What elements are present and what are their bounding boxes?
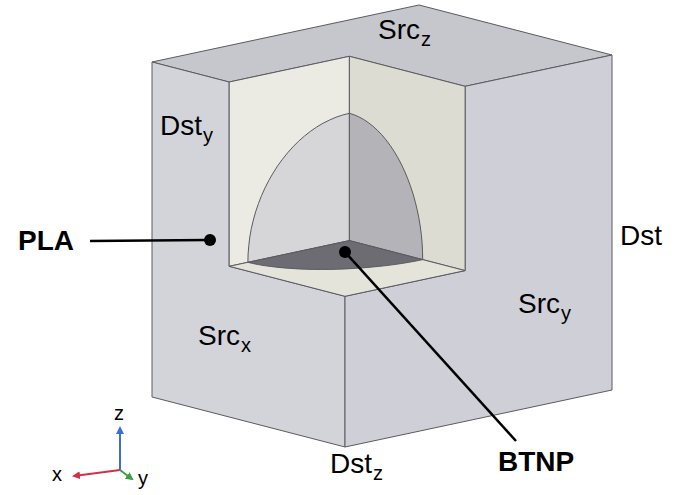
face-label: Dst xyxy=(330,450,372,478)
face-label: Dst xyxy=(160,112,202,140)
inner-wall xyxy=(349,56,465,270)
z-axis xyxy=(119,428,121,470)
subscript: x xyxy=(241,335,251,355)
axis-label: x xyxy=(52,464,62,484)
callout-label: PLA xyxy=(18,227,74,255)
leader-line xyxy=(90,240,208,241)
y-axis xyxy=(120,470,132,479)
face-label: Src xyxy=(518,290,560,318)
face-label: Src xyxy=(378,16,420,44)
axis-label: z xyxy=(114,403,124,423)
inner-wall xyxy=(229,56,349,266)
leader-line xyxy=(345,252,516,441)
face-label: Src xyxy=(198,322,240,350)
subscript: z xyxy=(421,29,431,49)
x-axis xyxy=(74,470,120,476)
subscript: y xyxy=(203,125,213,145)
sphere-surface xyxy=(349,113,422,259)
face-label: Dst xyxy=(620,222,662,250)
subscript: y xyxy=(561,303,571,323)
axis-label: y xyxy=(138,468,148,488)
sphere-surface xyxy=(248,113,350,262)
leader-dot xyxy=(339,246,351,258)
leader-dot xyxy=(204,234,216,246)
callout-label: BTNP xyxy=(498,448,574,476)
subscript: z xyxy=(373,463,383,483)
sphere-surface xyxy=(248,241,423,270)
